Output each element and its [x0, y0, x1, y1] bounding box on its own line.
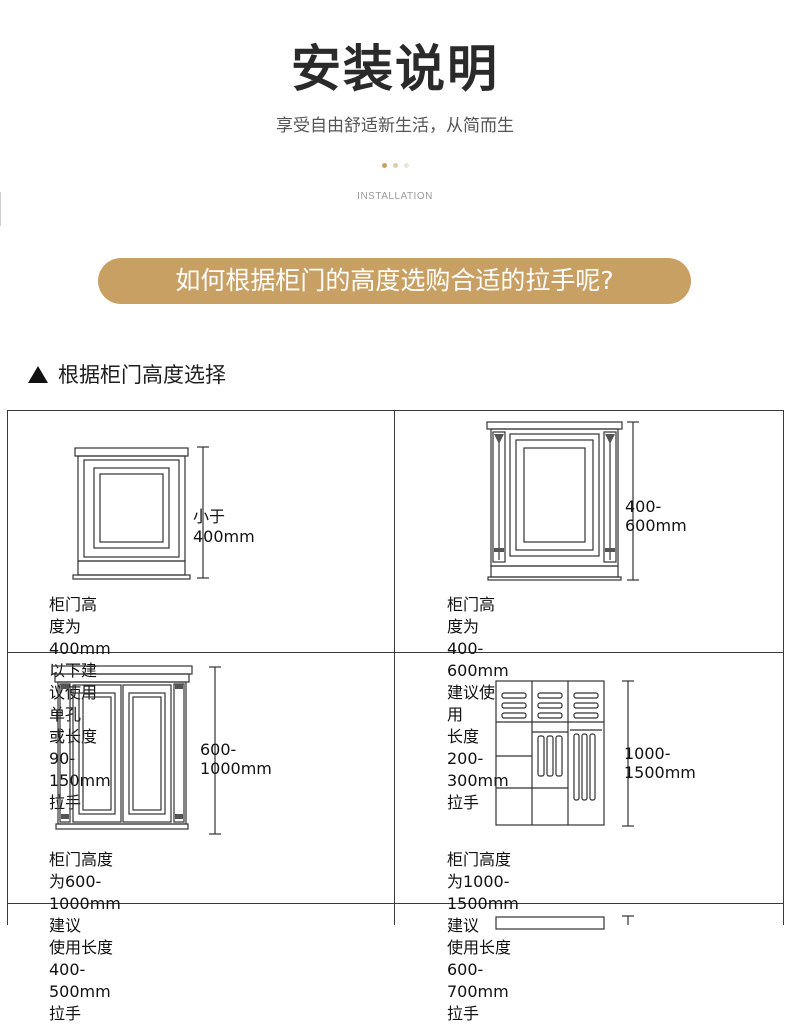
left-edge-divider [0, 192, 1, 226]
description-4-line-2: 使用长度600-700mm拉手 [447, 938, 512, 1023]
english-label: INSTALLATION [357, 191, 433, 202]
question-banner: 如何根据柜门的高度选购合适的拉手呢? [98, 258, 691, 304]
page-subtitle: 享受自由舒适新生活，从简而生 [276, 116, 514, 136]
question-banner-text: 如何根据柜门的高度选购合适的拉手呢? [175, 266, 614, 295]
triangle-icon [28, 366, 48, 383]
table-border-left [7, 410, 8, 925]
description-3: 柜门高度为600-1000mm建议 使用长度400-500mm拉手 [49, 849, 121, 1025]
dimension-label-3: 600-1000mm [200, 740, 272, 778]
dimension-label-4: 1000-1500mm [624, 744, 696, 782]
table-column-divider [394, 410, 395, 925]
description-2: 柜门高度为400-600mm建议使用 长度200-300mm拉手 [447, 594, 509, 814]
table-border-right [783, 410, 784, 925]
page-title: 安装说明 [291, 40, 499, 98]
decorative-dots [0, 153, 790, 168]
wardrobe-drawing [495, 680, 634, 827]
section-heading-text: 根据柜门高度选择 [58, 363, 226, 387]
description-2-line-2: 长度200-300mm拉手 [447, 727, 509, 812]
table-row-divider-2 [7, 903, 784, 904]
cabinet-small-drawing [72, 446, 209, 580]
description-4: 柜门高度为1000-1500mm建议 使用长度600-700mm拉手 [447, 849, 519, 1025]
cabinet-medium-drawing [486, 421, 639, 581]
cabinet-double-door-drawing [51, 665, 221, 835]
description-2-line-1: 柜门高度为400-600mm建议使用 [447, 595, 509, 724]
dot-2 [392, 163, 398, 168]
section-heading: 根据柜门高度选择 [28, 360, 226, 390]
table-row-divider-1 [7, 652, 784, 653]
dot-1 [381, 163, 387, 168]
next-row-drawing-partial [495, 915, 634, 930]
dimension-label-2: 400-600mm [625, 497, 687, 535]
dot-3 [403, 163, 409, 168]
dimension-label-1: 小于400mm [193, 507, 255, 546]
table-border-top [7, 410, 784, 411]
description-3-line-1: 柜门高度为600-1000mm建议 [49, 850, 121, 935]
description-4-line-1: 柜门高度为1000-1500mm建议 [447, 850, 519, 935]
description-3-line-2: 使用长度400-500mm拉手 [49, 938, 114, 1023]
